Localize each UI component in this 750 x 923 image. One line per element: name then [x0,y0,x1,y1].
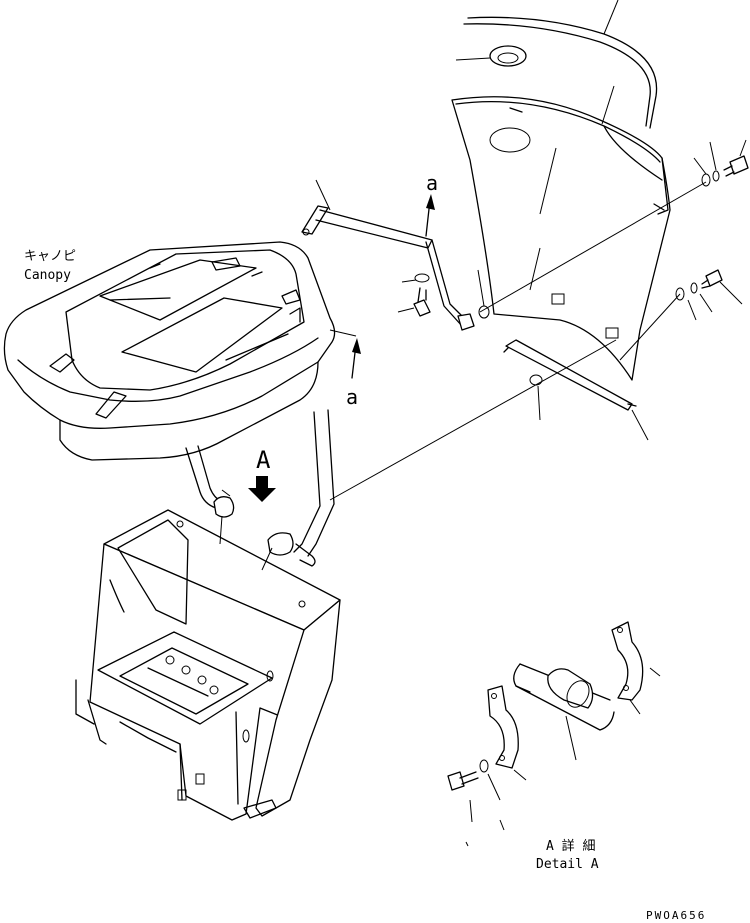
ref-a-top-label: a [426,171,438,195]
canopy-support-legs [185,409,335,567]
view-arrow-a [248,476,276,502]
support-stay [301,205,475,331]
cab-base-frame [75,509,341,821]
washer-6 [529,374,543,386]
detail-a-view [447,621,661,847]
leader-lines [219,0,747,571]
ref-a-left-label: a [346,385,358,409]
rear-rod [503,339,637,411]
bolt-center [413,273,431,317]
canopy-assembly [3,241,336,461]
bolt-right-lower [701,269,723,289]
drawing-code: PWOA656 [646,909,706,922]
detail-label-jp: A 詳 細 [546,838,595,854]
drain-hose [463,16,658,129]
canopy-label-en: Canopy [24,268,71,283]
view-a-label: A [256,446,271,474]
washer-4 [675,287,685,301]
assembly-guide-lines [329,181,707,501]
grommet [489,45,527,67]
detail-label-en: Detail A [536,857,599,872]
washer-3 [712,170,720,182]
canopy-label-jp: キャノピ [24,249,76,264]
bolt-right-upper [723,155,749,177]
rear-cover-panel [451,96,671,381]
ref-arrow-a-left [351,338,361,379]
washer-2 [701,173,711,187]
ref-arrow-a-top [425,194,435,237]
washer-5 [690,282,698,294]
